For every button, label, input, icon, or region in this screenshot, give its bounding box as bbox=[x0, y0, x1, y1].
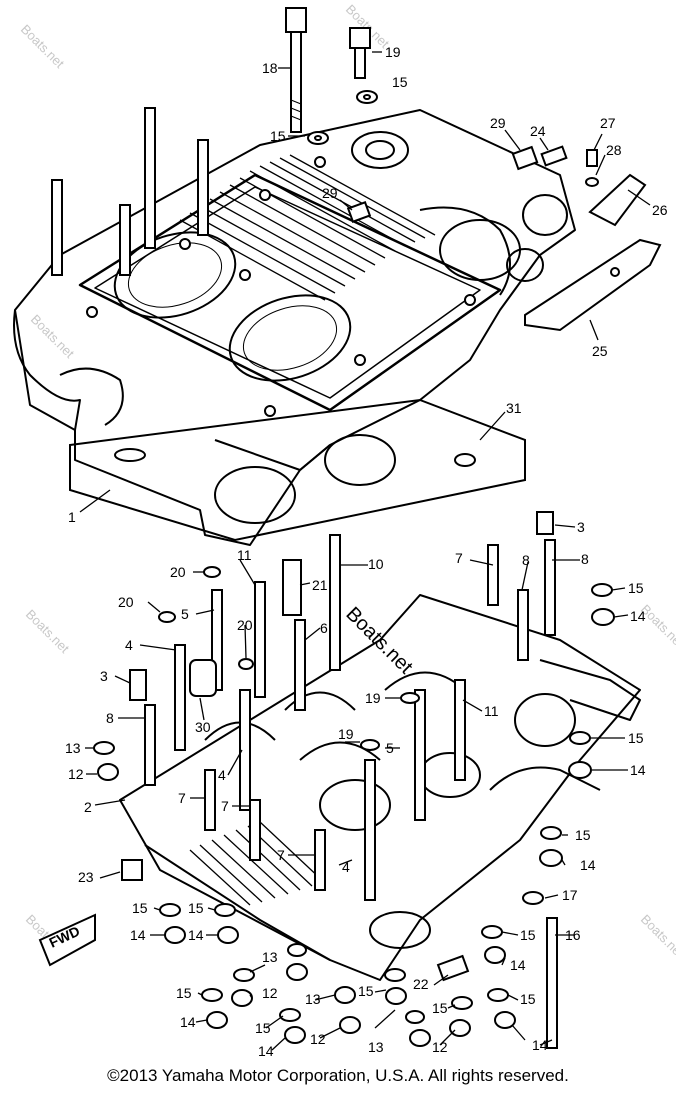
callout-31: 31 bbox=[506, 400, 522, 416]
callout-11: 11 bbox=[237, 547, 252, 563]
callout-24: 24 bbox=[530, 123, 546, 139]
lower-small-parts bbox=[121, 511, 554, 982]
callout-8: 8 bbox=[581, 551, 589, 567]
callout-27: 27 bbox=[600, 115, 616, 131]
callout-15: 15 bbox=[176, 985, 192, 1001]
callout-13: 13 bbox=[65, 740, 81, 756]
callout-26: 26 bbox=[652, 202, 668, 218]
callout-18: 18 bbox=[262, 60, 278, 76]
leader-lines bbox=[79, 51, 651, 1051]
callout-15: 15 bbox=[358, 983, 374, 999]
callout-15: 15 bbox=[628, 580, 644, 596]
callout-3: 3 bbox=[100, 668, 108, 684]
part-18-bolt bbox=[285, 7, 307, 133]
crankcase-exploded-diagram: Boats.net Boats.net Boats.net Boats.net … bbox=[13, 2, 676, 1059]
part-31-plate bbox=[69, 398, 526, 542]
callout-14: 14 bbox=[532, 1037, 548, 1053]
callout-23: 23 bbox=[78, 869, 94, 885]
callout-20: 20 bbox=[170, 564, 186, 580]
callout-15: 15 bbox=[520, 991, 536, 1007]
callout-14: 14 bbox=[510, 957, 526, 973]
callout-8: 8 bbox=[106, 710, 114, 726]
callout-7: 7 bbox=[277, 847, 285, 863]
parts-29-24 bbox=[346, 145, 568, 223]
watermark-3: Boats.net bbox=[28, 312, 78, 362]
callout-14: 14 bbox=[580, 857, 596, 873]
callout-4: 4 bbox=[125, 637, 133, 653]
callout-14: 14 bbox=[258, 1043, 274, 1059]
callout-29: 29 bbox=[490, 115, 506, 131]
callout-15: 15 bbox=[432, 1000, 448, 1016]
callout-20: 20 bbox=[237, 617, 253, 633]
callout-6: 6 bbox=[320, 620, 328, 636]
lower-nuts-washers bbox=[93, 583, 615, 1047]
callout-4: 4 bbox=[342, 859, 350, 875]
callout-15: 15 bbox=[270, 128, 286, 144]
upper-washers bbox=[307, 90, 378, 145]
callout-2: 2 bbox=[84, 799, 92, 815]
part-25-bracket bbox=[524, 238, 662, 332]
callout-15: 15 bbox=[575, 827, 591, 843]
callout-15: 15 bbox=[520, 927, 536, 943]
callout-7: 7 bbox=[221, 798, 229, 814]
callout-1: 1 bbox=[68, 509, 76, 525]
callout-5: 5 bbox=[181, 606, 189, 622]
callout-15: 15 bbox=[392, 74, 408, 90]
callout-21: 21 bbox=[312, 577, 328, 593]
callout-17: 17 bbox=[562, 887, 578, 903]
callout-13: 13 bbox=[368, 1039, 384, 1055]
callout-30: 30 bbox=[195, 719, 211, 735]
callout-22: 22 bbox=[413, 976, 429, 992]
upper-studs bbox=[51, 107, 209, 276]
callout-19: 19 bbox=[338, 726, 354, 742]
watermark-1: Boats.net bbox=[18, 22, 68, 72]
callout-13: 13 bbox=[262, 949, 278, 965]
callout-15: 15 bbox=[188, 900, 204, 916]
callout-12: 12 bbox=[68, 766, 84, 782]
callout-14: 14 bbox=[188, 927, 204, 943]
callout-15: 15 bbox=[628, 730, 644, 746]
callout-14: 14 bbox=[130, 927, 146, 943]
lower-studs bbox=[144, 534, 558, 1049]
callout-12: 12 bbox=[262, 985, 278, 1001]
callout-16: 16 bbox=[565, 927, 581, 943]
callout-25: 25 bbox=[592, 343, 608, 359]
callout-14: 14 bbox=[180, 1014, 196, 1030]
callout-5: 5 bbox=[386, 740, 394, 756]
callout-13: 13 bbox=[305, 991, 321, 1007]
watermark-4: Boats.net bbox=[23, 607, 73, 657]
parts-27-28-26 bbox=[585, 149, 647, 227]
callout-15: 15 bbox=[132, 900, 148, 916]
watermarks: Boats.net Boats.net Boats.net Boats.net … bbox=[18, 2, 676, 962]
part-19-bolt-top bbox=[349, 27, 371, 79]
callout-8: 8 bbox=[522, 552, 530, 568]
callout-29: 29 bbox=[322, 185, 338, 201]
upper-crankcase bbox=[13, 109, 576, 546]
fwd-arrow-tag: FWD bbox=[38, 913, 96, 967]
callout-19: 19 bbox=[365, 690, 381, 706]
callout-15: 15 bbox=[255, 1020, 271, 1036]
callout-28: 28 bbox=[606, 142, 622, 158]
callout-12: 12 bbox=[310, 1031, 326, 1047]
callout-12: 12 bbox=[432, 1039, 448, 1055]
callout-19: 19 bbox=[385, 44, 401, 60]
callout-7: 7 bbox=[178, 790, 186, 806]
callout-14: 14 bbox=[630, 608, 646, 624]
watermark-7: Boats.net bbox=[638, 912, 676, 962]
callout-14: 14 bbox=[630, 762, 646, 778]
copyright-notice: ©2013 Yamaha Motor Corporation, U.S.A. A… bbox=[107, 1066, 569, 1085]
callout-4: 4 bbox=[218, 767, 226, 783]
callout-11: 11 bbox=[484, 703, 499, 719]
callout-10: 10 bbox=[368, 556, 384, 572]
callout-20: 20 bbox=[118, 594, 134, 610]
callout-3: 3 bbox=[577, 519, 585, 535]
callout-7: 7 bbox=[455, 550, 463, 566]
callout-labels: 18 19 15 15 29 24 27 28 26 29 25 31 1 3 … bbox=[65, 44, 668, 1059]
